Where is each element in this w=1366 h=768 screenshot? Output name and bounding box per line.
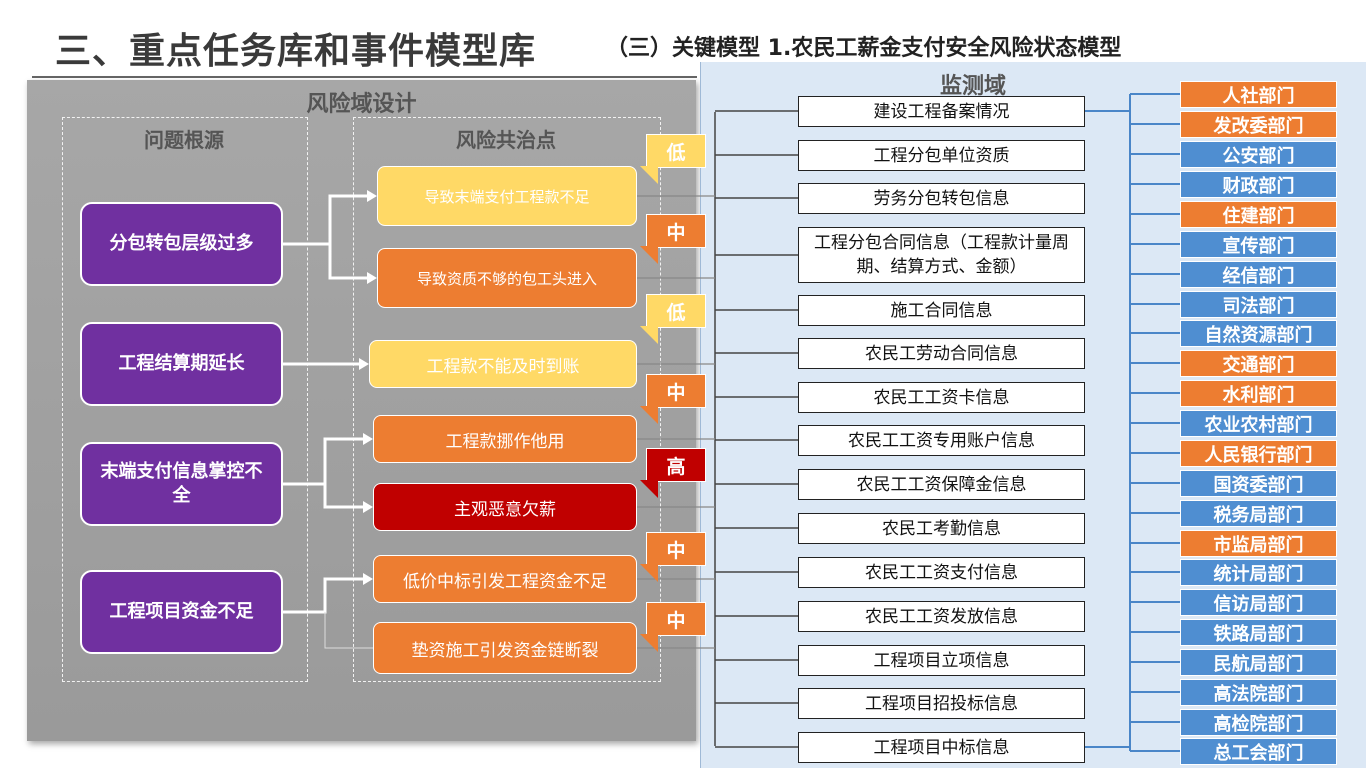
root-cause-box: 工程结算期延长 [80,322,283,406]
monitor-item: 农民工工资支付信息 [798,557,1085,588]
department-badge: 交通部门 [1180,350,1337,377]
monitor-item: 农民工劳动合同信息 [798,338,1085,369]
risk-level-badge: 低 [646,134,706,168]
monitor-item: 工程分包合同信息（工程款计量周期、结算方式、金额） [798,227,1085,283]
risk-domain-title: 风险域设计 [306,92,417,117]
monitor-item: 施工合同信息 [798,295,1085,326]
badge-pointer [640,564,658,582]
monitor-domain-title: 监测域 [940,74,1007,99]
root-to-point-connector [283,577,364,614]
risk-point-box: 垫资施工引发资金链断裂 [373,622,637,674]
department-badge: 总工会部门 [1180,738,1337,765]
department-badge: 财政部门 [1180,171,1337,198]
monitor-item: 工程项目中标信息 [798,732,1085,763]
risk-level-badge: 中 [646,214,706,248]
monitor-item: 工程项目立项信息 [798,645,1085,676]
root-to-point-connector [283,194,368,246]
badge-pointer [640,634,658,652]
department-badge: 市监局部门 [1180,530,1337,557]
roots-column-title: 问题根源 [144,128,224,152]
risk-level-badge: 中 [646,532,706,566]
department-badge: 水利部门 [1180,380,1337,407]
title-divider [32,76,697,78]
badge-pointer [640,246,658,264]
department-badge: 宣传部门 [1180,231,1337,258]
risk-level-badge: 中 [646,602,706,636]
monitor-item: 农民工工资专用账户信息 [798,425,1085,456]
department-badge: 信访局部门 [1180,589,1337,616]
badge-pointer [640,480,658,498]
badge-pointer [640,166,658,184]
monitor-item: 工程分包单位资质 [798,140,1085,171]
department-badge: 经信部门 [1180,261,1337,288]
arrow-head [359,358,369,370]
page-subtitle: （三）关键模型 1.农民工薪金支付安全风险状态模型 [606,36,1122,61]
department-badge: 人社部门 [1180,81,1337,108]
department-badge: 公安部门 [1180,141,1337,168]
risk-point-box: 主观恶意欠薪 [373,483,637,531]
root-to-point-connector [328,244,368,280]
department-badge: 铁路局部门 [1180,619,1337,646]
root-cause-box: 末端支付信息掌控不全 [80,442,283,526]
risk-point-box: 低价中标引发工程资金不足 [373,555,637,603]
department-badge: 发改委部门 [1180,111,1337,138]
risk-level-badge: 低 [646,294,706,328]
root-cause-box: 工程项目资金不足 [80,570,283,654]
monitor-item: 劳务分包转包信息 [798,183,1085,214]
root-to-point-connector [324,612,373,649]
points-column-title: 风险共治点 [456,128,556,152]
monitor-item: 农民工工资卡信息 [798,382,1085,413]
risk-point-box: 导致末端支付工程款不足 [377,166,637,226]
risk-point-box: 工程款不能及时到账 [369,340,637,388]
monitor-item: 工程项目招投标信息 [798,688,1085,719]
badge-pointer [640,406,658,424]
department-badge: 司法部门 [1180,291,1337,318]
department-badge: 统计局部门 [1180,559,1337,586]
department-badge: 人民银行部门 [1180,440,1337,467]
roots-column-frame [62,117,308,682]
department-badge: 高法院部门 [1180,679,1337,706]
department-badge: 民航局部门 [1180,649,1337,676]
department-badge: 住建部门 [1180,201,1337,228]
arrow-head [363,573,373,585]
department-badge: 税务局部门 [1180,500,1337,527]
page-title: 三、重点任务库和事件模型库 [55,31,537,72]
risk-level-badge: 中 [646,374,706,408]
arrow-head [363,433,373,445]
department-badge: 农业农村部门 [1180,410,1337,437]
badge-pointer [640,326,658,344]
risk-point-box: 导致资质不够的包工头进入 [377,248,637,308]
department-badge: 自然资源部门 [1180,320,1337,347]
root-cause-box: 分包转包层级过多 [80,202,283,286]
risk-point-box: 工程款挪作他用 [373,415,637,463]
risk-level-badge: 高 [646,448,706,482]
arrow-head [367,190,377,202]
root-to-point-connector [323,484,364,509]
department-badge: 高检院部门 [1180,709,1337,736]
monitor-item: 农民工工资发放信息 [798,601,1085,632]
arrow-head [367,272,377,284]
arrow-head [363,501,373,513]
monitor-item: 建设工程备案情况 [798,96,1085,127]
department-badge: 国资委部门 [1180,470,1337,497]
monitor-item: 农民工工资保障金信息 [798,469,1085,500]
monitor-item: 农民工考勤信息 [798,513,1085,544]
root-to-point-connector [283,437,364,486]
